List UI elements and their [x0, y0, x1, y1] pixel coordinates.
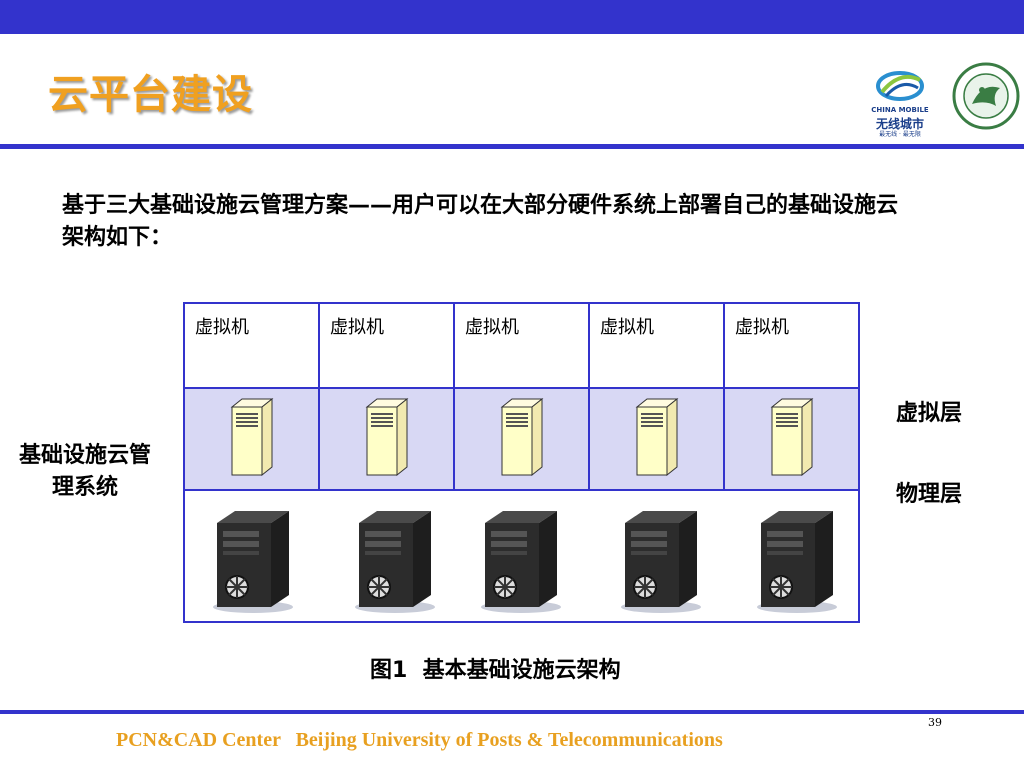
virtual-layer-cell: [318, 387, 455, 491]
slide-title: 云平台建设: [48, 72, 253, 118]
virtual-server-icon: [633, 397, 681, 477]
physical-server-tower-icon: [755, 509, 839, 615]
china-mobile-logo-icon: CHINA MOBILE 无线城市 最无线 · 最无限: [868, 66, 932, 138]
virtual-layer-row: [183, 387, 860, 491]
china-mobile-logo-text: CHINA MOBILE: [871, 106, 929, 114]
china-mobile-logo-subtext: 无线城市: [875, 117, 924, 131]
footer-divider: [0, 710, 1024, 714]
physical-server-group: [185, 491, 858, 621]
virtual-layer-cell: [588, 387, 725, 491]
virtual-layer-cell: [453, 387, 590, 491]
virtual-server-icon: [498, 397, 546, 477]
physical-server-tower-icon: [353, 509, 437, 615]
physical-server-tower-icon: [211, 509, 295, 615]
page-number: 39: [928, 716, 942, 729]
virtual-server-icon: [363, 397, 411, 477]
physical-server-tower-icon: [479, 509, 563, 615]
intro-text: 基于三大基础设施云管理方案——用户可以在大部分硬件系统上部署自己的基础设施云架构…: [62, 193, 899, 250]
footer-text: PCN&CAD Center Beijing University of Pos…: [116, 729, 723, 751]
vm-label: 虚拟机: [330, 317, 384, 338]
china-mobile-logo-slogan: 最无线 · 最无限: [879, 131, 921, 138]
vm-label: 虚拟机: [735, 317, 789, 338]
architecture-table: 虚拟机 虚拟机 虚拟机 虚拟机 虚拟机: [183, 302, 860, 623]
physical-server-tower-icon: [619, 509, 703, 615]
virtual-layer-cell: [183, 387, 320, 491]
virtual-server-icon: [228, 397, 276, 477]
vm-cell: 虚拟机: [588, 302, 725, 389]
management-system-label: 基础设施云管理系统: [18, 443, 151, 500]
vm-label: 虚拟机: [600, 317, 654, 338]
header-divider: [0, 144, 1024, 149]
vm-cell: 虚拟机: [183, 302, 320, 389]
top-banner-bar: [0, 0, 1024, 34]
bupt-seal-icon: [952, 60, 1020, 132]
vm-cell: 虚拟机: [453, 302, 590, 389]
physical-layer-cell: [183, 489, 860, 623]
vm-label: 虚拟机: [465, 317, 519, 338]
virtual-layer-label: 虚拟层: [896, 401, 963, 426]
vm-label: 虚拟机: [195, 317, 249, 338]
virtual-layer-cell: [723, 387, 860, 491]
figure-caption: 图1 基本基础设施云架构: [370, 658, 621, 683]
vm-row: 虚拟机 虚拟机 虚拟机 虚拟机 虚拟机: [183, 302, 860, 389]
vm-cell: 虚拟机: [318, 302, 455, 389]
physical-layer-row: [183, 489, 860, 623]
physical-layer-label: 物理层: [896, 482, 963, 507]
virtual-server-icon: [768, 397, 816, 477]
vm-cell: 虚拟机: [723, 302, 860, 389]
